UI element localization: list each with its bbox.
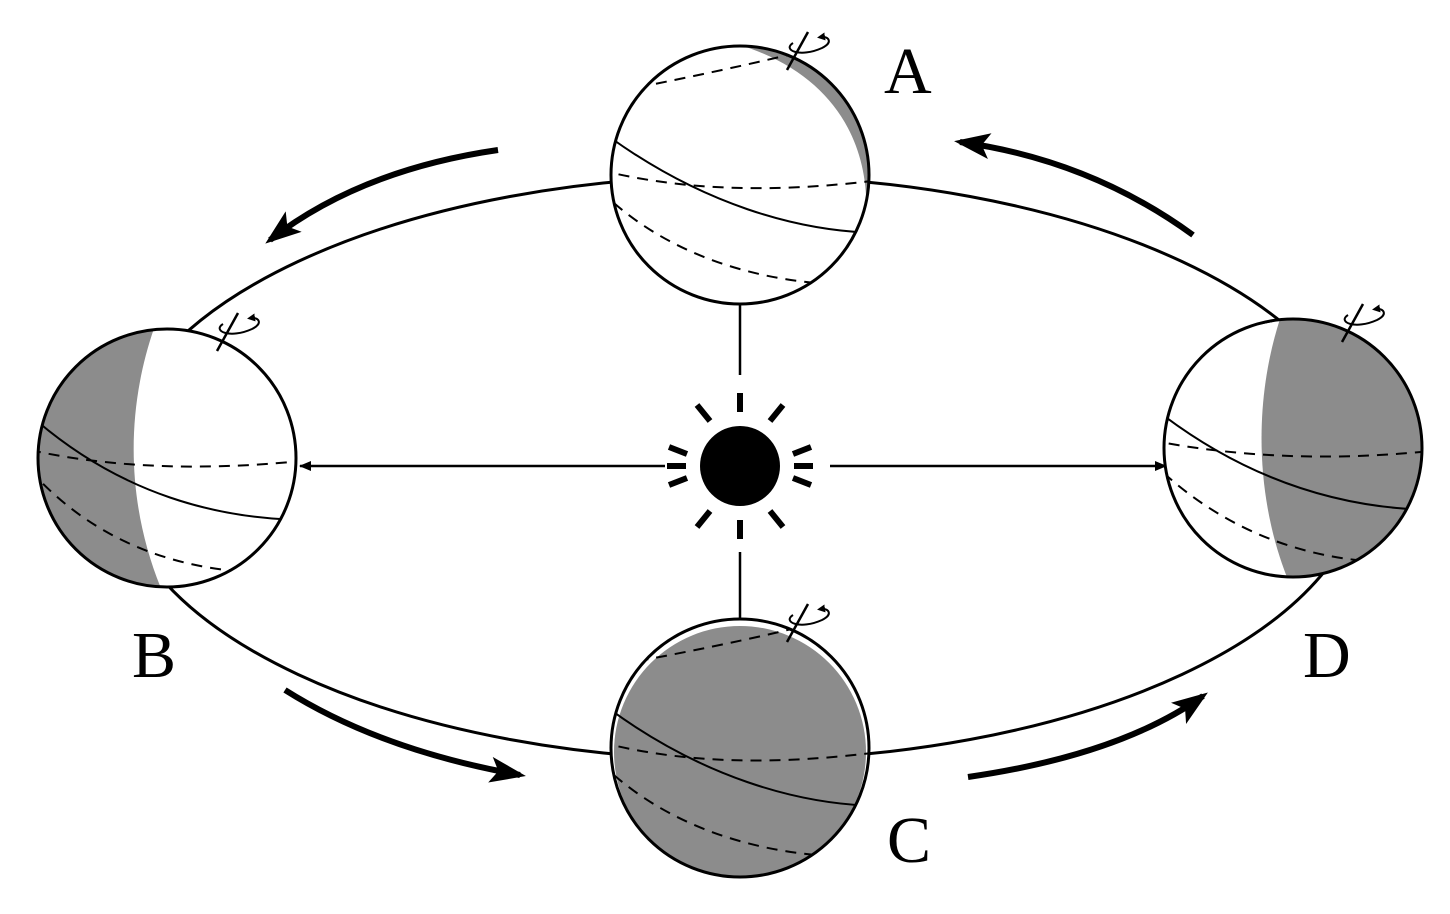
orbit-direction-arrow-icon — [954, 133, 1195, 238]
earth-a — [609, 31, 871, 306]
rotation-arrow-icon — [1340, 303, 1385, 343]
orbit-direction-arrows — [265, 133, 1208, 783]
label-c: C — [887, 804, 931, 877]
rotation-arrow-icon — [215, 312, 260, 352]
label-a: A — [884, 35, 932, 108]
label-d: D — [1303, 619, 1351, 692]
orbit-direction-arrow-icon — [283, 687, 526, 783]
sun-icon — [667, 393, 813, 539]
sun-disc — [700, 426, 780, 506]
orbit-direction-arrow-icon — [265, 147, 499, 244]
orbit-direction-arrow-icon — [967, 692, 1208, 780]
earth-d — [1162, 303, 1424, 579]
rotation-arrow-icon — [785, 603, 830, 643]
earth-b — [36, 312, 298, 589]
rotation-arrow-icon — [785, 31, 830, 71]
earth-c — [609, 603, 871, 879]
label-b: B — [132, 619, 176, 692]
